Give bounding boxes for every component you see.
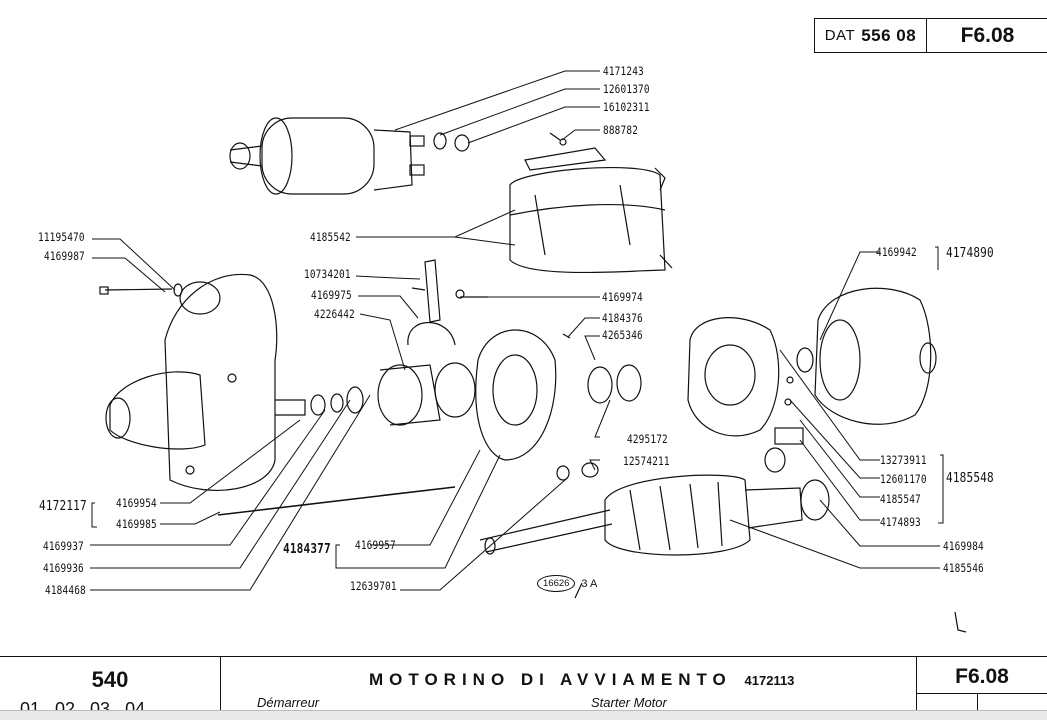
part-label: 4169987 <box>44 249 85 263</box>
part-label: 4169957 <box>355 538 396 552</box>
part-label: 12574211 <box>623 454 670 468</box>
group-cell: 540 01 02 03 04 <box>0 657 221 719</box>
dat-label: DAT <box>824 27 856 44</box>
part-label: 4169975 <box>311 288 352 302</box>
header-page-ref: F6.08 <box>960 23 1015 47</box>
part-label-group: 4174890 <box>946 245 994 261</box>
title-english: Starter Motor <box>591 695 667 710</box>
part-label: 4184468 <box>45 583 86 597</box>
part-label: 10734201 <box>304 267 351 281</box>
stamp-suffix: 3 A <box>581 577 598 590</box>
part-label: 4226442 <box>314 307 355 321</box>
pen-mark <box>954 611 967 633</box>
stamp-code: 16626 <box>537 575 576 592</box>
part-label: 4169984 <box>943 539 984 553</box>
exploded-view-drawing <box>90 70 967 633</box>
viewer-status-bar <box>0 710 1047 720</box>
part-label-group: 4184377 <box>283 541 331 557</box>
dat-number: 556 08 <box>861 25 917 45</box>
drive-end-housing-drawing <box>99 273 364 491</box>
header-reference-box: DAT 556 08 F6.08 <box>814 18 1047 53</box>
part-label: 13273911 <box>880 453 927 467</box>
part-label: 4171243 <box>603 64 644 78</box>
part-label: 4169974 <box>602 290 643 304</box>
part-label: 12601370 <box>603 82 650 96</box>
part-label: 4169942 <box>876 245 917 259</box>
footer-page-ref: F6.08 <box>955 665 1009 688</box>
part-label: 4265346 <box>602 328 643 342</box>
part-label: 4295172 <box>627 432 668 446</box>
field-coils-drawing <box>509 147 673 274</box>
part-label-group: 4172117 <box>39 498 87 514</box>
title-italian-text: MOTORINO DI AVVIAMENTO <box>369 670 732 689</box>
part-label: 4169954 <box>116 496 157 510</box>
assembly-code: 4172113 <box>744 673 795 688</box>
part-label: 4185542 <box>310 230 351 244</box>
end-cap-drawing <box>796 287 937 425</box>
page-ref-subcells <box>917 693 1047 712</box>
commutator-end-drawing <box>687 317 804 473</box>
group-number: 540 <box>91 667 129 692</box>
part-label: 12601170 <box>880 472 927 486</box>
title-cell: MOTORINO DI AVVIAMENTO 4172113 Démarreur… <box>221 657 917 711</box>
part-label: 11195470 <box>38 230 85 244</box>
leader-lines <box>90 70 944 591</box>
drawing-stamp: 16626 3 A <box>537 575 597 592</box>
solenoid-drawing <box>229 117 567 195</box>
title-french: Démarreur <box>257 695 320 710</box>
part-label: 4184376 <box>602 311 643 325</box>
part-label: 4169937 <box>43 539 84 553</box>
stamp-slash <box>574 582 583 599</box>
part-label: 888782 <box>603 123 639 137</box>
part-label: 16102311 <box>603 100 650 114</box>
intermediate-bracket-drawing <box>475 329 642 481</box>
part-label-group: 4185548 <box>946 470 994 486</box>
armature-drawing <box>479 474 830 556</box>
title-italian: MOTORINO DI AVVIAMENTO 4172113 <box>369 670 794 690</box>
fork-and-pinion-drawing <box>377 259 488 426</box>
part-label: 4169985 <box>116 517 157 531</box>
through-bolt-drawing <box>217 486 456 516</box>
part-label: 4174893 <box>880 515 921 529</box>
part-label: 4169936 <box>43 561 84 575</box>
part-label: 12639701 <box>350 579 397 593</box>
part-label: 4185546 <box>943 561 984 575</box>
page-ref-cell: F6.08 <box>917 657 1047 712</box>
part-label: 4185547 <box>880 492 921 506</box>
dat-reference: DAT 556 08 <box>815 19 927 52</box>
title-block: 540 01 02 03 04 MOTORINO DI AVVIAMENTO 4… <box>0 656 1047 719</box>
